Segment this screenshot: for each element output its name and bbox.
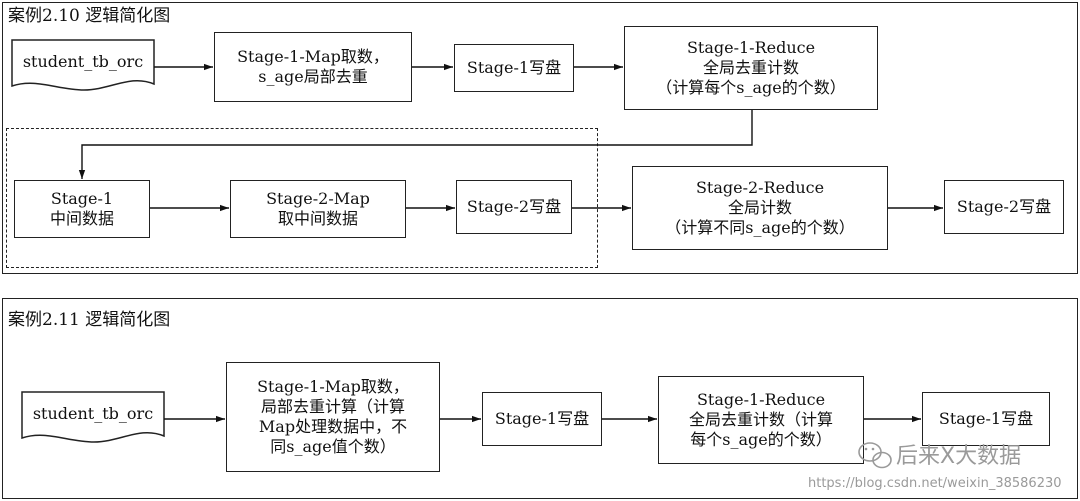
stage1-write-label: Stage-1写盘 [466, 58, 562, 77]
stage2-map-line-2: 取中间数据 [277, 209, 358, 228]
case-2-11-source-label: student_tb_orc [32, 404, 154, 423]
stage1-intermediate-line-2: 中间数据 [49, 209, 114, 228]
stage1-reduce-line-2: 全局去重计数 [702, 58, 799, 77]
watermark-brand: 后来X大数据 [896, 444, 1022, 469]
stage1-write-box: Stage-1写盘 [454, 44, 574, 92]
source-table-student-tb-orc: student_tb_orc [12, 40, 154, 90]
case-2-11-stage1-write-final-box: Stage-1写盘 [922, 392, 1050, 446]
stage2-write-box-b: Stage-2写盘 [944, 180, 1064, 234]
stage2-write-box-a: Stage-2写盘 [456, 180, 572, 234]
stage2-reduce-line-2: 全局计数 [727, 198, 792, 217]
case-2-11-map-line-4: 同s_age值个数） [270, 437, 396, 456]
case-2-11-stage1-map-box: Stage-1-Map取数， 局部去重计算（计算 Map处理数据中，不 同s_a… [226, 362, 440, 472]
case-2-11-map-line-2: 局部去重计算（计算 [260, 397, 405, 416]
watermark-logo-icon [858, 442, 892, 469]
stage2-map-box: Stage-2-Map 取中间数据 [230, 180, 406, 238]
case-2-11-title: 案例2.11 逻辑简化图 [8, 310, 171, 330]
stage1-intermediate-box: Stage-1 中间数据 [14, 180, 150, 238]
case-2-11-source-document-shape [21, 391, 165, 443]
case-2-11-reduce-line-2: 全局去重计数（计算 [688, 410, 833, 429]
arrow-reduce-to-intermediate [78, 110, 753, 179]
case-2-11-source-table: student_tb_orc [22, 392, 164, 442]
stage1-map-line-2: s_age局部去重 [258, 67, 368, 86]
case-2-11-stage1-reduce-box: Stage-1-Reduce 全局去重计数（计算 每个s_age的个数） [658, 376, 864, 464]
case-2-11-map-line-3: Map处理数据中，不 [258, 417, 408, 436]
case-2-11-reduce-line-1: Stage-1-Reduce [696, 390, 826, 409]
stage2-reduce-line-3: （计算不同s_age的个数） [665, 218, 855, 237]
stage1-reduce-line-1: Stage-1-Reduce [686, 38, 816, 57]
case-2-11-map-line-1: Stage-1-Map取数， [257, 377, 409, 396]
source-table-label: student_tb_orc [22, 52, 144, 71]
stage1-map-box: Stage-1-Map取数， s_age局部去重 [214, 32, 412, 102]
stage1-reduce-box: Stage-1-Reduce 全局去重计数 （计算每个s_age的个数） [624, 26, 878, 110]
stage1-map-line-1: Stage-1-Map取数， [237, 47, 389, 66]
case-2-11-reduce-line-3: 每个s_age的个数） [690, 430, 832, 449]
stage2-write-b-label: Stage-2写盘 [956, 197, 1052, 216]
stage2-write-a-label: Stage-2写盘 [466, 197, 562, 216]
stage2-reduce-box: Stage-2-Reduce 全局计数 （计算不同s_age的个数） [632, 166, 888, 250]
stage-2-group-dashed-frame [6, 128, 598, 268]
case-2-10-title: 案例2.10 逻辑简化图 [8, 6, 171, 26]
stage2-map-line-1: Stage-2-Map [266, 189, 370, 208]
source-document-shape [11, 39, 155, 91]
stage2-reduce-line-1: Stage-2-Reduce [695, 178, 825, 197]
case-2-11-stage1-write-box: Stage-1写盘 [482, 392, 602, 446]
watermark-url: https://blog.csdn.net/weixin_38586230 [808, 476, 1062, 491]
stage1-reduce-line-3: （计算每个s_age的个数） [656, 78, 846, 97]
stage1-intermediate-line-1: Stage-1 [50, 189, 114, 208]
case-2-11-stage1-write-label: Stage-1写盘 [494, 409, 590, 428]
case-2-11-stage1-write-final-label: Stage-1写盘 [938, 409, 1034, 428]
